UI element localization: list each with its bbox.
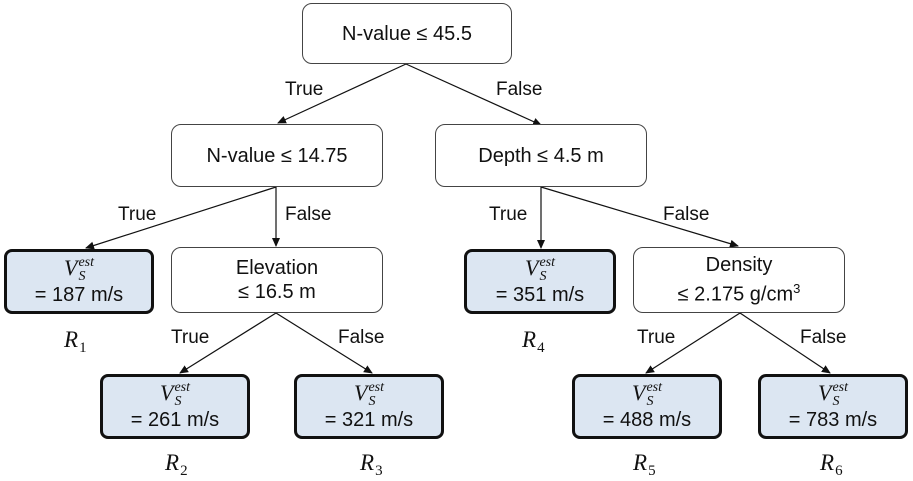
decision-node-root: N-value ≤ 45.5 (302, 3, 512, 64)
leaf-node-r5: VSest = 488 m/s (572, 374, 722, 439)
region-label-r1: R1 (64, 327, 87, 356)
region-label-r5: R5 (633, 450, 656, 479)
leaf-node-r2: VSest = 261 m/s (100, 374, 250, 439)
decision-node-depth-text: Depth ≤ 4.5 m (478, 144, 604, 167)
leaf-symbol: VSest (631, 379, 662, 409)
edge-label-false: False (338, 327, 385, 348)
decision-node-root-text: N-value ≤ 45.5 (342, 22, 472, 45)
decision-node-elevation: Elevation ≤ 16.5 m (171, 247, 383, 313)
edge-label-true: True (489, 204, 528, 225)
leaf-value: = 783 m/s (788, 408, 878, 431)
edge-label-false: False (663, 204, 710, 225)
edge-n2-r1 (85, 186, 277, 250)
leaf-value: = 321 m/s (324, 408, 414, 431)
leaf-symbol: VSest (353, 379, 384, 409)
leaf-symbol: VSest (63, 254, 94, 284)
leaf-symbol: VSest (817, 379, 848, 409)
density-unit-exponent: 3 (793, 281, 801, 297)
leaf-node-r3: VSest = 321 m/s (294, 374, 444, 439)
decision-node-nvalue: N-value ≤ 14.75 (171, 124, 383, 187)
edge-label-false: False (496, 79, 543, 100)
decision-node-elevation-line2: ≤ 16.5 m (238, 281, 316, 303)
edge-n4-r2 (179, 312, 277, 374)
leaf-node-r6: VSest = 783 m/s (758, 374, 908, 439)
edge-label-false: False (285, 204, 332, 225)
edge-n1-n3 (405, 63, 542, 126)
leaf-node-r4: VSest = 351 m/s (464, 249, 616, 314)
edge-n3-n5 (540, 186, 739, 248)
region-label-r3: R3 (360, 450, 383, 479)
decision-node-elevation-line1: Elevation (235, 257, 319, 279)
decision-node-density: Density ≤ 2.175 g/cm3 (633, 247, 845, 313)
edge-label-true: True (171, 327, 210, 348)
edge-label-true: True (118, 204, 157, 225)
leaf-value: = 261 m/s (130, 408, 220, 431)
decision-node-depth: Depth ≤ 4.5 m (435, 124, 647, 187)
edge-n5-r6 (739, 312, 831, 374)
region-label-r4: R4 (522, 327, 545, 356)
leaf-value: = 488 m/s (602, 408, 692, 431)
leaf-symbol: VSest (524, 254, 555, 284)
edge-n1-n2 (277, 63, 407, 124)
edge-label-false: False (800, 327, 847, 348)
region-label-r2: R2 (165, 450, 188, 479)
region-label-r6: R6 (820, 450, 843, 479)
edge-label-true: True (285, 79, 324, 100)
edge-n5-r5 (645, 312, 741, 374)
decision-node-density-line2: ≤ 2.175 g/cm3 (677, 281, 801, 306)
leaf-value: = 351 m/s (495, 283, 585, 306)
decision-node-nvalue-text: N-value ≤ 14.75 (206, 144, 348, 167)
edge-n4-r3 (275, 312, 373, 374)
edge-label-true: True (637, 327, 676, 348)
leaf-value: = 187 m/s (34, 283, 124, 306)
decision-node-density-line1: Density (705, 254, 773, 277)
leaf-node-r1: VSest = 187 m/s (4, 249, 154, 314)
leaf-symbol: VSest (159, 379, 190, 409)
